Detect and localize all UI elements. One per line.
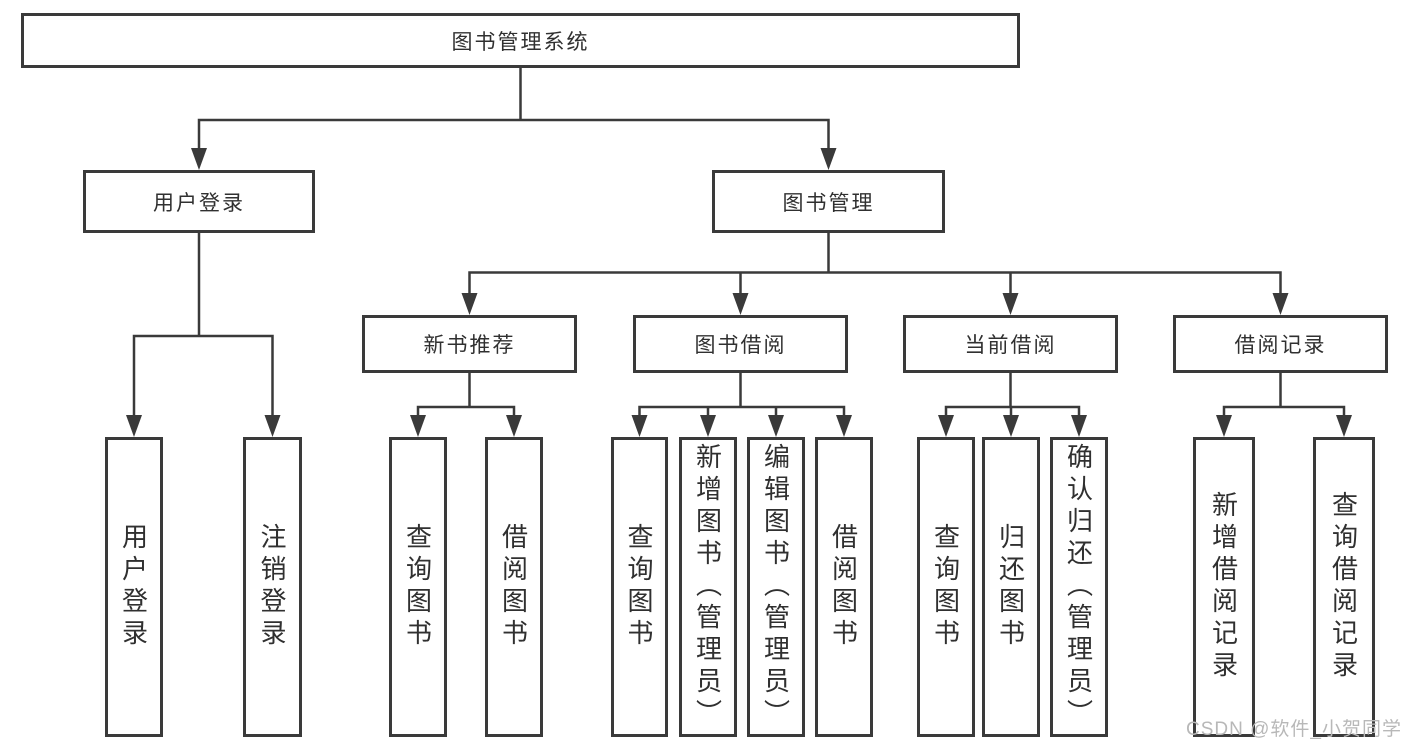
arrow-down-icon	[506, 415, 522, 437]
node-book-borrow: 图书借阅	[633, 315, 848, 373]
leaf-return-books: 归还图书	[982, 437, 1040, 737]
arrow-down-icon	[1071, 415, 1087, 437]
arrow-down-icon	[820, 148, 837, 170]
arrow-down-icon	[732, 293, 749, 315]
arrow-down-icon	[700, 415, 716, 437]
leaf-query-borrow-record: 查询借阅记录	[1313, 437, 1375, 737]
arrow-down-icon	[768, 415, 784, 437]
arrow-down-icon	[126, 415, 142, 437]
leaf-add-borrow-record: 新增借阅记录	[1193, 437, 1255, 737]
arrow-down-icon	[1216, 415, 1232, 437]
leaf-edit-book-admin: 编辑图书（管理员）	[747, 437, 805, 737]
arrowheads	[126, 148, 1352, 437]
leaf-user-login: 用户登录	[105, 437, 163, 737]
arrow-down-icon	[836, 415, 852, 437]
leaf-logout: 注销登录	[243, 437, 302, 737]
node-new-book-recommend: 新书推荐	[362, 315, 577, 373]
node-library-management-system: 图书管理系统	[21, 13, 1020, 68]
arrow-down-icon	[1336, 415, 1352, 437]
leaf-borrow-books-recommend: 借阅图书	[485, 437, 543, 737]
arrow-down-icon	[191, 148, 207, 170]
leaf-query-books-borrow: 查询图书	[611, 437, 668, 737]
arrow-down-icon	[938, 415, 954, 437]
node-borrow-records: 借阅记录	[1173, 315, 1388, 373]
node-user-login: 用户登录	[83, 170, 315, 233]
arrow-down-icon	[410, 415, 426, 437]
arrow-down-icon	[461, 293, 478, 315]
arrow-down-icon	[631, 415, 648, 437]
connector-paths	[132, 68, 1346, 418]
arrow-down-icon	[1003, 415, 1019, 437]
node-book-management: 图书管理	[712, 170, 945, 233]
leaf-borrow-books: 借阅图书	[815, 437, 873, 737]
watermark: CSDN @软件_小贺同学	[1186, 719, 1402, 740]
leaf-query-books-current: 查询图书	[917, 437, 975, 737]
leaf-add-book-admin: 新增图书（管理员）	[679, 437, 737, 737]
arrow-down-icon	[1002, 293, 1019, 315]
leaf-query-books-recommend: 查询图书	[389, 437, 447, 737]
leaf-confirm-return-admin: 确认归还（管理员）	[1050, 437, 1108, 737]
arrow-down-icon	[264, 415, 281, 437]
node-current-borrow: 当前借阅	[903, 315, 1118, 373]
arrow-down-icon	[1272, 293, 1289, 315]
